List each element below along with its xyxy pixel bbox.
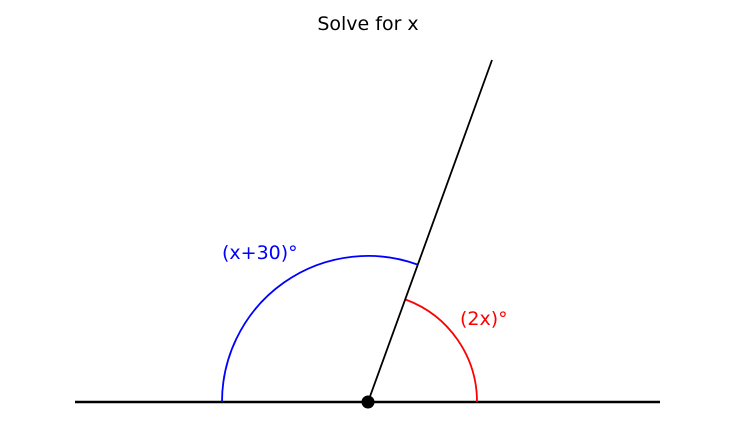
vertex-point: [361, 395, 375, 409]
angle-arc-left: [221, 255, 418, 403]
ray-line: [367, 59, 493, 403]
angle-label-right: (2x)°: [460, 308, 508, 330]
diagram-title: Solve for x: [317, 13, 418, 35]
angle-arc-right: [405, 298, 478, 403]
angle-label-left: (x+30)°: [222, 242, 298, 264]
